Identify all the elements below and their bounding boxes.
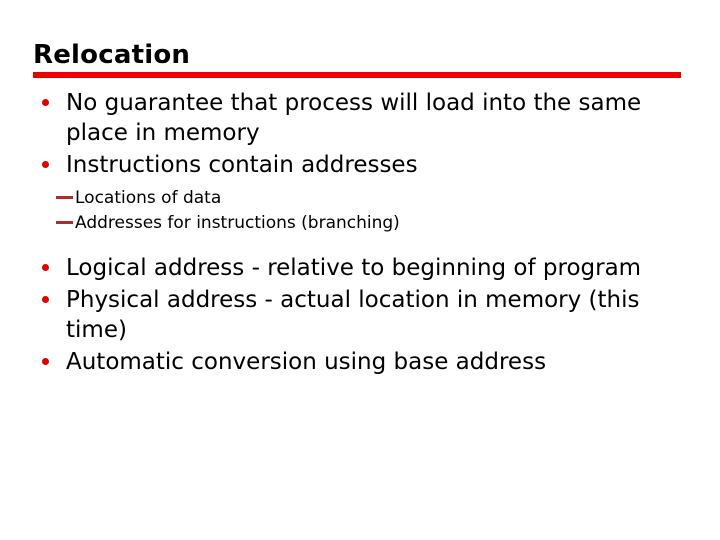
bullet-dot-icon xyxy=(33,285,57,303)
sub-list-item: Addresses for instructions (branching) xyxy=(33,211,688,235)
bullet-dot-icon xyxy=(33,150,57,168)
list-item: Instructions contain addresses xyxy=(33,150,688,180)
sub-bullet-list: Locations of data Addresses for instruct… xyxy=(33,186,688,235)
bullet-dot-icon xyxy=(33,347,57,365)
list-item: Automatic conversion using base address xyxy=(33,347,688,377)
list-item: No guarantee that process will load into… xyxy=(33,88,688,148)
list-item-label: Physical address - actual location in me… xyxy=(66,287,640,343)
em-dash-icon xyxy=(33,211,73,224)
title-block: Relocation xyxy=(33,40,683,70)
bullet-list: No guarantee that process will load into… xyxy=(33,88,688,379)
sub-list-item-label: Addresses for instructions (branching) xyxy=(75,213,400,233)
list-item-label: Logical address - relative to beginning … xyxy=(66,255,642,281)
bullet-dot-icon xyxy=(33,253,57,271)
em-dash-icon xyxy=(33,186,73,199)
title-underline-rule xyxy=(33,72,681,78)
list-item-label: Instructions contain addresses xyxy=(66,152,418,178)
page-title: Relocation xyxy=(33,40,191,70)
sub-list-item-label: Locations of data xyxy=(75,188,222,208)
list-item-label: Automatic conversion using base address xyxy=(66,349,547,375)
sub-list-item: Locations of data xyxy=(33,186,688,210)
list-item: Physical address - actual location in me… xyxy=(33,285,688,345)
list-item-label: No guarantee that process will load into… xyxy=(66,90,642,146)
list-item: Logical address - relative to beginning … xyxy=(33,253,688,283)
bullet-dot-icon xyxy=(33,88,57,106)
